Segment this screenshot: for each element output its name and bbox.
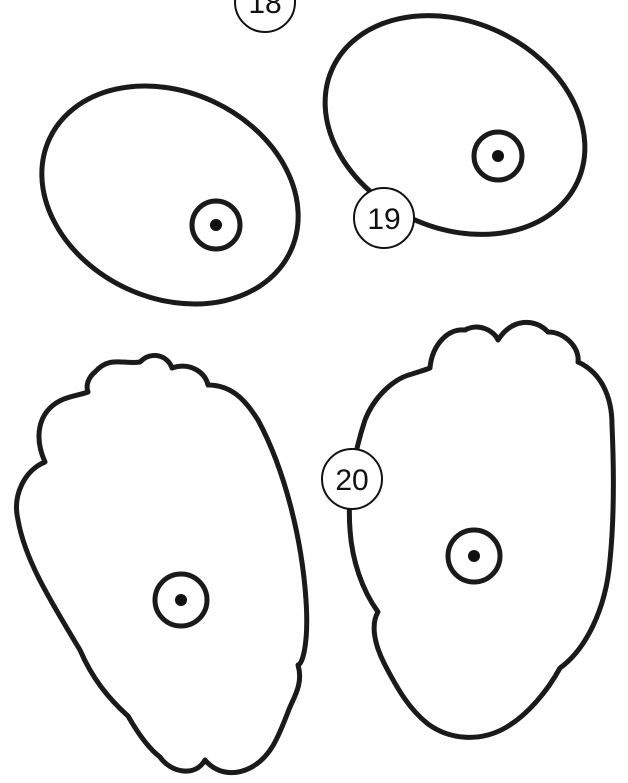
nucleolus bbox=[175, 594, 187, 606]
cell-19-right-nucleus bbox=[474, 132, 522, 180]
label-18: 18 bbox=[235, 0, 295, 32]
label-20-text: 20 bbox=[335, 464, 368, 497]
label-20: 20 bbox=[322, 449, 382, 509]
label-18-text: 18 bbox=[248, 0, 281, 20]
nucleolus bbox=[468, 550, 480, 562]
label-19: 19 bbox=[354, 188, 414, 248]
nucleolus bbox=[492, 150, 504, 162]
label-19-text: 19 bbox=[367, 203, 400, 236]
cell-19-left-outline bbox=[6, 45, 334, 344]
cell-19-right-outline bbox=[289, 0, 621, 275]
cell-19-left bbox=[6, 45, 334, 344]
nucleolus bbox=[210, 219, 222, 231]
cell-19-right bbox=[289, 0, 621, 275]
cell-20-right bbox=[349, 322, 613, 737]
cell-20-left-nucleus bbox=[155, 574, 207, 626]
cell-20-left bbox=[17, 355, 307, 772]
cell-19-left-nucleus bbox=[192, 201, 240, 249]
cell-20-right-nucleus bbox=[448, 530, 500, 582]
cell-20-left-outline bbox=[17, 355, 307, 772]
